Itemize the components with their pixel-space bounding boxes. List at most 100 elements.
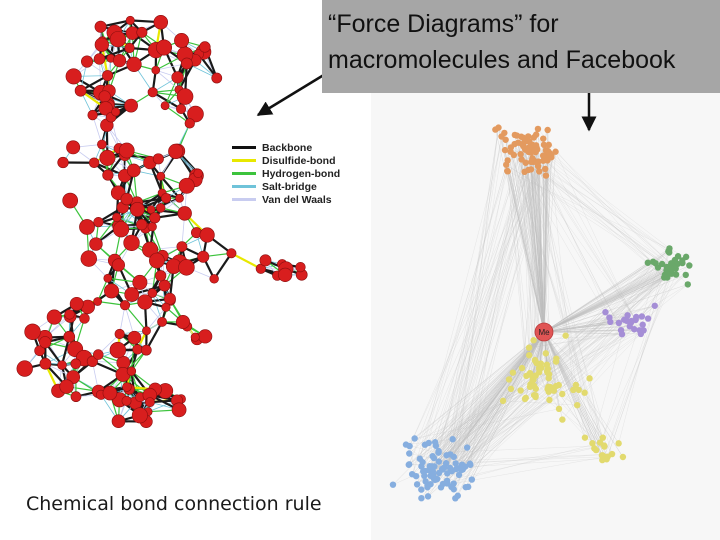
atom-node	[109, 341, 127, 359]
friend-node	[617, 326, 625, 334]
left-caption: Chemical bond connection rule	[26, 493, 322, 515]
atom-node	[178, 259, 195, 276]
friend-node	[601, 443, 608, 450]
atom-node	[137, 294, 153, 310]
atom-node	[126, 366, 137, 376]
atom-node	[160, 192, 172, 204]
network-edge	[453, 151, 556, 484]
network-edge	[543, 331, 613, 455]
atom-node	[111, 107, 121, 117]
friend-node	[686, 262, 693, 269]
network-edge	[435, 137, 524, 443]
friend-node	[684, 281, 691, 288]
friend-node	[532, 131, 540, 138]
network-edge	[452, 129, 548, 440]
network-edge	[430, 335, 566, 476]
network-edge	[532, 284, 688, 381]
friend-node	[450, 453, 458, 461]
atom-node	[129, 201, 145, 217]
network-edge	[461, 391, 549, 465]
network-edge	[618, 248, 670, 444]
friend-node	[435, 458, 443, 465]
atom-node	[94, 20, 107, 33]
friend-node	[620, 316, 628, 323]
network-edge	[547, 259, 676, 370]
friend-node	[406, 450, 413, 457]
atom-node	[114, 328, 125, 340]
friend-node	[544, 385, 551, 393]
friend-node	[682, 271, 689, 279]
legend-label: Salt-bridge	[262, 180, 317, 193]
friend-node	[668, 265, 675, 272]
network-edge	[529, 320, 627, 387]
atom-node	[295, 261, 306, 273]
atom-node	[111, 258, 125, 272]
friend-node	[452, 460, 459, 467]
friend-node	[581, 389, 588, 396]
bond-line	[145, 321, 164, 351]
atom-node	[190, 332, 200, 342]
network-edge	[543, 263, 656, 333]
legend-swatch-salt-bridge	[232, 185, 256, 188]
atom-node	[98, 90, 111, 103]
atom-node	[140, 344, 152, 356]
friend-node	[495, 124, 502, 131]
friend-node	[467, 461, 474, 468]
friend-node	[624, 312, 631, 319]
atom-node	[93, 53, 106, 65]
network-edge	[575, 384, 624, 458]
protein-force-diagram	[16, 14, 308, 429]
network-edge	[510, 147, 527, 376]
atom-node	[34, 345, 46, 357]
friend-node	[507, 144, 515, 151]
friend-node	[530, 382, 538, 390]
legend-swatch-disulfide	[232, 159, 256, 162]
legend-item-disulfide: Disulfide-bond	[232, 154, 340, 167]
network-edge	[530, 161, 536, 361]
network-edge	[504, 150, 531, 387]
friend-node	[631, 326, 638, 333]
network-edge	[537, 128, 665, 278]
friend-node	[412, 472, 420, 480]
friend-node	[575, 386, 582, 394]
me-node-label: Me	[538, 328, 550, 337]
network-edge	[533, 160, 670, 253]
network-edge	[535, 161, 593, 444]
atom-node	[209, 274, 219, 284]
atom-node	[94, 37, 109, 52]
network-edge	[498, 127, 611, 322]
network-edge	[438, 445, 605, 453]
friend-node	[545, 141, 552, 149]
network-edge	[545, 150, 676, 269]
friend-node	[452, 495, 459, 502]
friend-node	[535, 158, 542, 165]
legend-item-backbone: Backbone	[232, 141, 340, 154]
friend-node	[586, 375, 593, 382]
friend-node	[504, 168, 511, 175]
atom-node	[112, 53, 127, 68]
bond-line	[213, 252, 233, 280]
network-edge	[602, 267, 659, 438]
network-edge	[514, 134, 613, 455]
network-edge	[506, 164, 654, 262]
friend-node	[555, 405, 563, 413]
atom-node	[124, 42, 135, 54]
friend-node	[665, 247, 673, 254]
bond-line	[146, 307, 167, 331]
friend-node	[531, 357, 539, 364]
friend-node	[562, 332, 569, 339]
network-edge	[438, 137, 534, 474]
atom-node	[66, 140, 81, 155]
friend-node	[540, 135, 547, 142]
atom-node	[177, 206, 192, 221]
friend-node	[581, 434, 589, 441]
atom-node	[69, 296, 84, 311]
friend-node	[521, 395, 529, 403]
friend-node	[649, 258, 657, 265]
legend-item-van-der-waals: Van del Waals	[232, 193, 340, 206]
slide-title-line-1: “Force Diagrams” for	[328, 10, 559, 38]
friend-node	[534, 125, 542, 133]
friend-node	[450, 480, 457, 487]
network-edge	[434, 155, 544, 479]
friend-node	[443, 452, 450, 459]
